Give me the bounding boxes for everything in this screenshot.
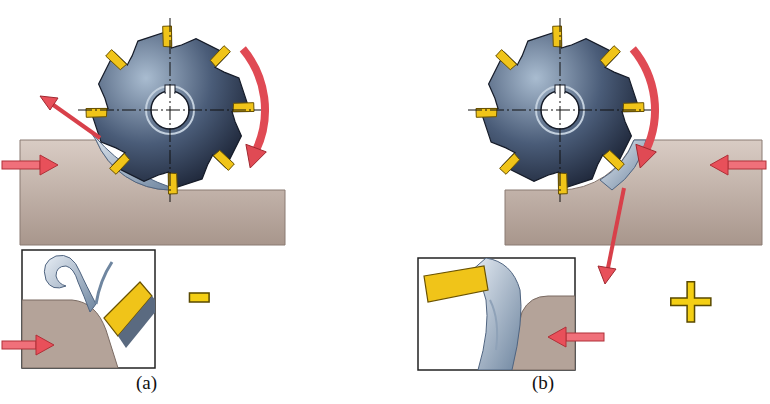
cutting-insert [210,46,230,67]
cutting-insert [500,153,520,174]
cutting-insert [424,266,488,302]
feed-arrow [2,335,54,355]
rotation-arrow [633,49,657,168]
cutting-insert [106,50,127,70]
inset-frame [22,250,155,368]
cutting-insert [603,150,624,170]
sign-symbol: - [186,262,213,326]
chip-flow-arrow [40,96,100,138]
feed-arrow [710,155,766,175]
sign-symbol: + [664,268,718,332]
milling-cutter [78,18,262,202]
cutting-insert [496,50,517,70]
cutting-insert [600,46,620,67]
rotation-arrow [243,49,266,168]
cutting-insert [110,153,130,174]
cutting-insert [213,150,234,170]
panel-label: (a) [136,372,157,394]
center-line [560,18,561,202]
inset-frame [418,258,575,370]
chip [44,255,96,312]
chip-flow-arrow [598,188,624,284]
milling-cutter [468,18,652,202]
workpiece [22,300,118,368]
feed-arrow [548,327,604,347]
panel-label: (b) [532,372,554,394]
center-line [170,18,171,202]
feed-arrow [2,155,58,175]
